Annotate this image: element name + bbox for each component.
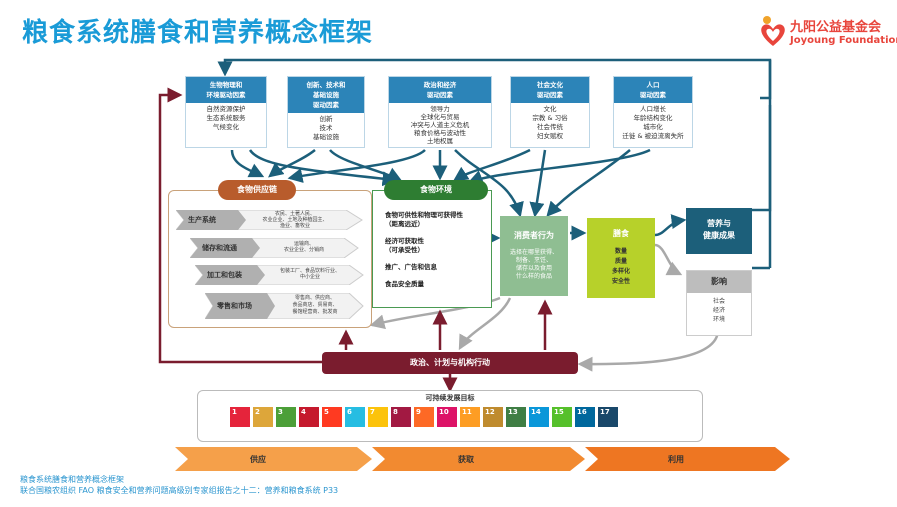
driver-demographic: 人口 驱动因素 人口增长 年龄结构变化 城市化 迁徙 & 被迫流离失所 [613, 76, 693, 148]
driver-biophysical: 生物物理和 环境驱动因素 自然资源保护 生态系统服务 气候变化 [185, 76, 267, 148]
consumer-behaviour-label: 消费者行为 [514, 231, 554, 240]
stage-detail: 零售商、供应商、 食品商店、贸易商、 餐馆经营商、批发商 [292, 295, 338, 315]
impact-items: 社会 经济 环境 [687, 297, 751, 324]
driver-sociocultural: 社会文化 驱动因素 文化 宗教 & 习俗 社会传统 妇女赋权 [510, 76, 590, 148]
driver-body: 文化 宗教 & 习俗 社会传统 妇女赋权 [532, 105, 568, 140]
stage-production: 生产系统 农民、土著人民、 农业企业、土地及种植园主、 渔业、畜牧业 [176, 210, 364, 230]
driver-political-economic: 政治和经济 驱动因素 领导力 全球化与贸易 冲突与人道主义危机 粮食价格与波动性… [388, 76, 492, 148]
source-citation: 联合国粮农组织 FAO 粮食安全和营养问题高级别专家组报告之十二：营养和粮食系统… [20, 486, 339, 495]
supply-label: 供应 [250, 455, 266, 464]
driver-body: 自然资源保护 生态系统服务 气候变化 [206, 105, 246, 131]
supply-chevron [175, 447, 372, 471]
sdg-goal-11-icon: 11 [460, 407, 480, 427]
impact-item: 环境 [712, 316, 725, 323]
impact-item: 经济 [712, 307, 725, 314]
sdg-label: 可持续发展目标 [425, 394, 475, 402]
stage-detail: 包装工厂、食品饮料行业、 中小企业 [279, 268, 340, 280]
foundation-logo: 九阳公益基金会 Joyoung Foundation [758, 14, 897, 54]
driver-head: 人口 驱动因素 [614, 77, 692, 103]
diet-items: 数量 质量 多样化 安全性 [587, 247, 655, 287]
food-supply-chain-label: 食物供应链 [218, 180, 296, 200]
stage-label: 加工和包装 [207, 271, 242, 279]
sdg-goal-12-icon: 12 [483, 407, 503, 427]
food-environment-items: 食物可供性和物理可获得性 （距离远近） 经济可获取性 （可承受性） 推广、广告和… [385, 211, 463, 289]
stage-retail-markets: 零售和市场 零售商、供应商、 食品商店、贸易商、 餐馆经营商、批发商 [205, 293, 365, 319]
stage-detail: 运输商、 农业企业、分销商 [283, 241, 324, 253]
sdg-goal-9-icon: 9 [414, 407, 434, 427]
utilization-chevron [585, 447, 790, 471]
sdg-goal-5-icon: 5 [322, 407, 342, 427]
sdg-goal-6-icon: 6 [345, 407, 365, 427]
food-env-item: 食品安全质量 [385, 280, 424, 288]
consumer-behaviour-body: 选择在哪里获得、 制备、烹饪、 储存以及食用 什么样的食品 [509, 249, 558, 280]
food-environment-panel: 食物可供性和物理可获得性 （距离远近） 经济可获取性 （可承受性） 推广、广告和… [372, 190, 492, 308]
access-label: 获取 [458, 455, 474, 464]
diet-label: 膳食 [613, 229, 629, 238]
food-env-item: 食物可供性和物理可获得性 [385, 211, 463, 219]
heart-logo-icon [761, 16, 785, 46]
sdg-goal-16-icon: 16 [575, 407, 595, 427]
impact-item: 社会 [712, 298, 725, 305]
stage-arrow-icon [190, 238, 359, 258]
diet-box: 膳食 数量 质量 多样化 安全性 [587, 218, 655, 298]
consumer-behaviour-box: 消费者行为 选择在哪里获得、 制备、烹饪、 储存以及食用 什么样的食品 [500, 216, 568, 296]
stage-arrow-icon [176, 210, 363, 230]
utilization-label: 利用 [668, 455, 684, 464]
driver-body: 创新 技术 基础设施 [313, 115, 339, 141]
stage-processing-packaging: 加工和包装 包装工厂、食品饮料行业、 中小企业 [195, 265, 365, 285]
stage-storage-distribution: 储存和流通 运输商、 农业企业、分销商 [190, 238, 360, 258]
sdg-goal-13-icon: 13 [506, 407, 526, 427]
sdg-goal-3-icon: 3 [276, 407, 296, 427]
sdg-goal-4-icon: 4 [299, 407, 319, 427]
food-environment-label: 食物环境 [384, 180, 488, 200]
stage-label: 零售和市场 [217, 302, 252, 310]
impact-box: 影响 社会 经济 环境 [686, 270, 752, 336]
sdg-goal-15-icon: 15 [552, 407, 572, 427]
diet-item: 安全性 [611, 278, 630, 285]
access-chevron [372, 447, 585, 471]
sdg-goal-2-icon: 2 [253, 407, 273, 427]
page-title: 粮食系统膳食和营养概念框架 [22, 18, 374, 48]
sdg-goal-10-icon: 10 [437, 407, 457, 427]
sdg-goal-14-icon: 14 [529, 407, 549, 427]
driver-body: 人口增长 年龄结构变化 城市化 迁徙 & 被迫流离失所 [622, 105, 684, 140]
sdg-goal-7-icon: 7 [368, 407, 388, 427]
stage-detail: 农民、土著人民、 农业企业、土地及种植园主、 渔业、畜牧业 [262, 211, 328, 229]
food-env-item: 推广、广告和信息 [385, 263, 437, 271]
sdg-goal-8-icon: 8 [391, 407, 411, 427]
diet-item: 多样化 [611, 268, 630, 275]
nutrition-health-outcomes-box: 营养与 健康成果 [686, 208, 752, 254]
driver-innovation: 创新、技术和 基础设施 驱动因素 创新 技术 基础设施 [287, 76, 365, 148]
food-env-item: 经济可获取性 [385, 237, 424, 245]
diet-item: 数量 [614, 248, 627, 255]
driver-head: 社会文化 驱动因素 [511, 77, 589, 103]
sdg-goal-17-icon: 17 [598, 407, 618, 427]
driver-body: 领导力 全球化与贸易 冲突与人道主义危机 粮食价格与波动性 土地权属 [410, 105, 470, 145]
driver-head: 创新、技术和 基础设施 驱动因素 [288, 77, 364, 113]
stage-label: 储存和流通 [202, 244, 237, 252]
stage-arrow-icon [195, 265, 364, 285]
logo-name-en: Joyoung Foundation [790, 35, 897, 46]
impact-label: 影响 [687, 271, 751, 293]
driver-head: 生物物理和 环境驱动因素 [186, 77, 266, 103]
food-env-item: （可承受性） [385, 246, 424, 254]
logo-name-cn: 九阳公益基金会 [790, 20, 882, 35]
diet-item: 质量 [614, 258, 627, 265]
food-env-item: （距离远近） [385, 220, 424, 228]
sdg-goal-1-icon: 1 [230, 407, 250, 427]
driver-head: 政治和经济 驱动因素 [389, 77, 491, 103]
stage-arrow-icon [205, 293, 364, 319]
source-title: 粮食系统膳食和营养概念框架 [20, 475, 124, 484]
policy-action-bar: 政治、计划与机构行动 [322, 352, 578, 374]
stage-label: 生产系统 [188, 216, 216, 224]
